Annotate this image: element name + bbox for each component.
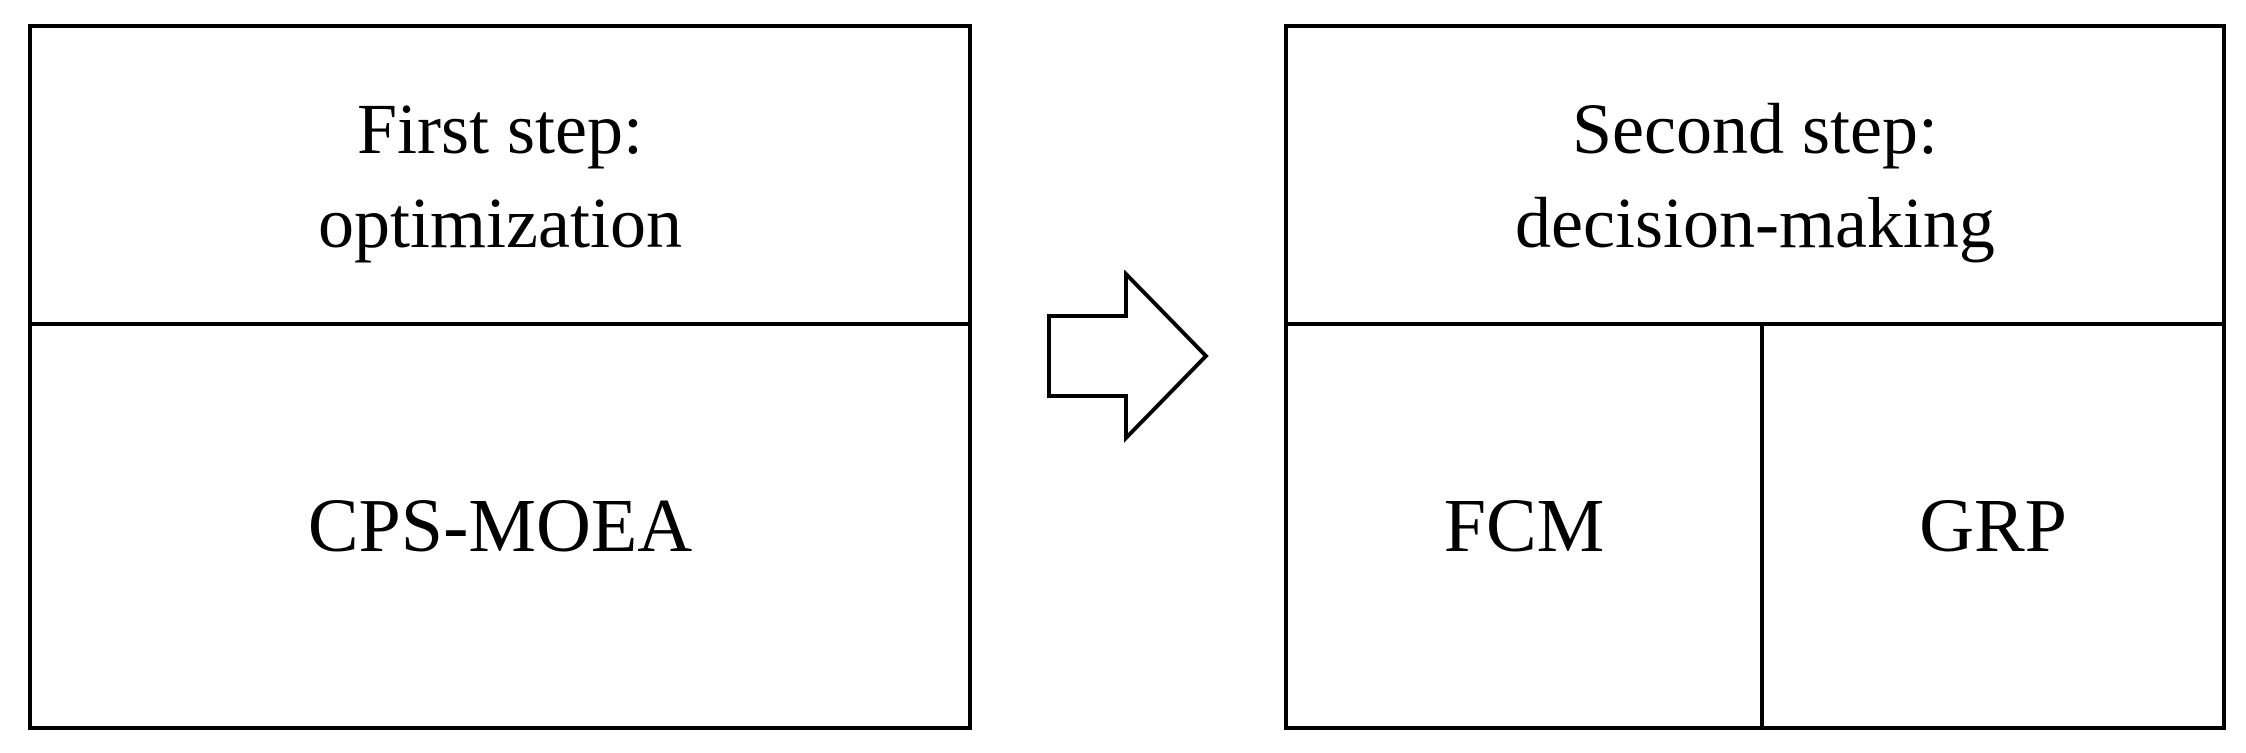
first-step-title-line-2: optimization: [318, 183, 682, 263]
grp-label: GRP: [1919, 483, 2067, 568]
first-step-title: First step: optimization: [32, 28, 968, 324]
right-arrow-icon: [1047, 270, 1209, 443]
second-step-title-line-1: Second step:: [1572, 89, 1938, 169]
second-step-divider: [1288, 322, 2222, 326]
first-step-title-line-1: First step:: [356, 89, 644, 169]
second-step-cell-divider: [1760, 326, 1764, 726]
first-step-divider: [32, 322, 968, 326]
second-step-title: Second step: decision-making: [1288, 28, 2222, 324]
cps-moea-label: CPS-MOEA: [307, 483, 693, 568]
second-step-title-line-2: decision-making: [1515, 183, 1995, 263]
second-step-box: Second step: decision-making FCM GRP: [1284, 24, 2226, 730]
first-step-box: First step: optimization CPS-MOEA: [28, 24, 972, 730]
fcm-label: FCM: [1443, 483, 1605, 568]
